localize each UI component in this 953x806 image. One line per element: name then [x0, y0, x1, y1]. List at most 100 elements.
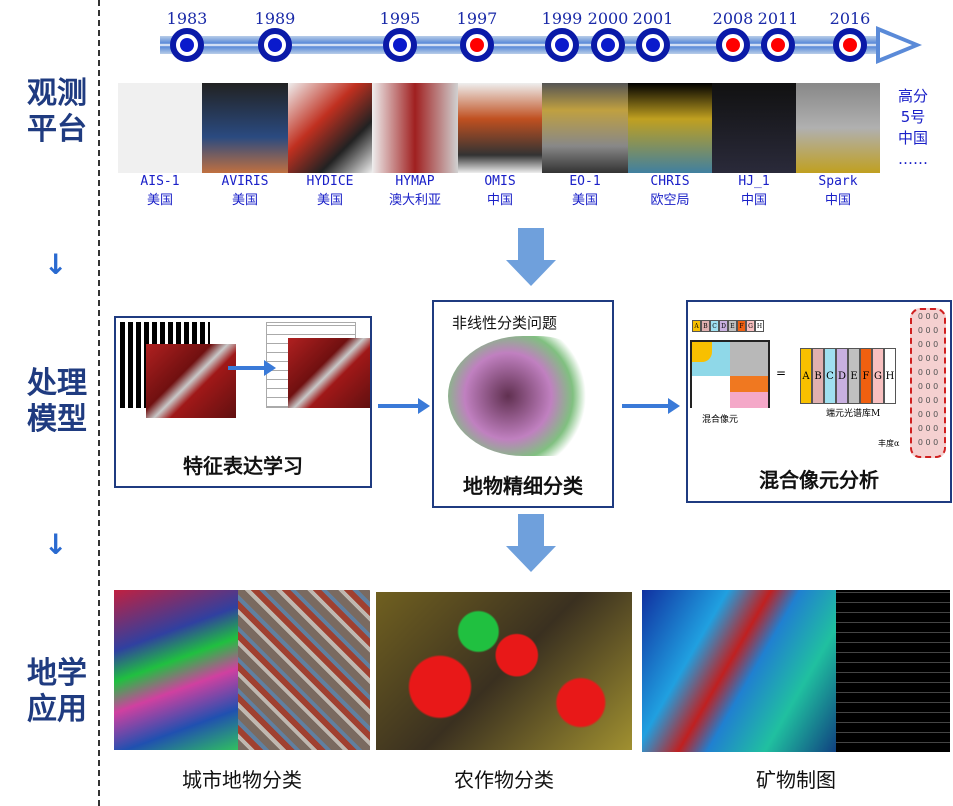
input-image — [146, 344, 236, 418]
future-number: 5号 — [900, 108, 926, 126]
classification-title: 地物精细分类 — [463, 474, 583, 498]
arrow-icon — [378, 398, 430, 414]
endmember-D: D — [719, 320, 728, 332]
timeline-node — [383, 28, 417, 62]
timeline-year: 2016 — [829, 9, 871, 28]
timeline-node — [591, 28, 625, 62]
timeline-node — [636, 28, 670, 62]
divider-line — [98, 0, 100, 806]
big-down-arrow-icon — [506, 228, 556, 286]
scatter-title: 非线性分类问题 — [452, 314, 558, 332]
platform-name: HYMAP — [395, 174, 435, 189]
platform-image-hymap — [372, 83, 458, 173]
platform-country: 美国 — [231, 193, 258, 208]
timeline-year: 1999 — [541, 9, 583, 28]
mineral-caption: 矿物制图 — [756, 768, 836, 792]
arrow-icon — [228, 360, 276, 376]
platform-image-hydice — [288, 83, 372, 173]
platform-country: 中国 — [824, 193, 851, 208]
timeline-year: 2001 — [632, 9, 674, 28]
feature-image — [288, 338, 370, 408]
endmember-G: G — [872, 348, 884, 404]
platform-name: OMIS — [484, 174, 516, 189]
future-platform-label: 高分 5号 中国 …… — [890, 86, 936, 170]
endmember-F: F — [860, 348, 872, 404]
timeline-bar — [160, 36, 880, 54]
platform-country: 美国 — [316, 193, 343, 208]
timeline-year: 1989 — [254, 9, 296, 28]
timeline-node — [761, 28, 795, 62]
future-ellipsis: …… — [898, 150, 928, 168]
down-arrow-icon: ↓ — [44, 528, 68, 561]
endmember-E: E — [728, 320, 737, 332]
urban-satellite-image — [238, 590, 370, 750]
platform-country: 澳大利亚 — [388, 193, 441, 208]
platform-name: Spark — [818, 174, 858, 189]
urban-classification-map — [114, 590, 238, 750]
mixed-pixel-label: 混合像元 — [702, 415, 739, 425]
endmember-E: E — [848, 348, 860, 404]
timeline-node — [258, 28, 292, 62]
down-arrow-icon: ↓ — [44, 248, 68, 281]
platform-image-hj_1 — [712, 83, 796, 173]
platform-image-eo-1 — [542, 83, 628, 173]
spectral-curves-chart — [836, 590, 950, 752]
endmember-C: C — [824, 348, 836, 404]
platform-image-omis — [458, 83, 542, 173]
big-down-arrow-icon — [506, 514, 556, 572]
section-label-application: 地学应用 — [27, 656, 87, 727]
timeline-node — [460, 28, 494, 62]
urban-caption: 城市地物分类 — [182, 768, 302, 792]
platform-name: AIS-1 — [140, 174, 180, 189]
timeline-year: 2000 — [587, 9, 629, 28]
platform-country: 美国 — [146, 193, 173, 208]
classification-box: 非线性分类问题 地物精细分类 — [432, 300, 614, 508]
platform-image-aviris — [202, 83, 288, 173]
arrow-icon — [622, 398, 680, 414]
platform-name: EO-1 — [569, 174, 601, 189]
timeline-node — [716, 28, 750, 62]
platform-image-spark — [796, 83, 880, 173]
endmember-D: D — [836, 348, 848, 404]
platform-country: 中国 — [486, 193, 513, 208]
platform-name: CHRIS — [650, 174, 690, 189]
endmember-B: B — [701, 320, 710, 332]
section-label-platform: 观测平台 — [27, 76, 87, 147]
abundance-label: 丰度α — [878, 439, 900, 448]
feature-learning-title: 特征表达学习 — [183, 454, 303, 478]
platform-country: 美国 — [571, 193, 598, 208]
endmember-A: A — [800, 348, 812, 404]
feature-learning-box: 特征表达学习 — [114, 316, 372, 488]
platform-name: HYDICE — [306, 174, 354, 189]
platform-image-ais-1 — [118, 83, 202, 173]
timeline-node — [833, 28, 867, 62]
timeline-year: 2011 — [757, 9, 799, 28]
endmember-B: B — [812, 348, 824, 404]
mineral-map — [642, 590, 836, 752]
timeline-year: 1983 — [166, 9, 208, 28]
timeline-node — [170, 28, 204, 62]
section-label-model: 处理模型 — [27, 366, 87, 437]
equals-sign: = — [776, 366, 787, 380]
platform-name: AVIRIS — [221, 174, 269, 189]
crop-caption: 农作物分类 — [454, 768, 554, 792]
library-label: 端元光谱库M — [826, 409, 881, 419]
timeline-year: 2008 — [712, 9, 754, 28]
platform-country: 中国 — [740, 193, 767, 208]
platform-name: HJ_1 — [738, 174, 770, 189]
crop-classification-map — [376, 592, 632, 750]
timeline-node — [545, 28, 579, 62]
timeline-year: 1997 — [456, 9, 498, 28]
mixed-pixel-image — [690, 340, 770, 408]
unmixing-title: 混合像元分析 — [759, 468, 879, 492]
platform-country: 欧空局 — [650, 193, 690, 208]
future-name: 高分 — [897, 87, 928, 105]
endmember-C: C — [710, 320, 719, 332]
timeline-year: 1995 — [379, 9, 421, 28]
endmember-F: F — [737, 320, 746, 332]
platform-image-chris — [628, 83, 712, 173]
future-country: 中国 — [897, 129, 928, 147]
endmember-A: A — [692, 320, 701, 332]
